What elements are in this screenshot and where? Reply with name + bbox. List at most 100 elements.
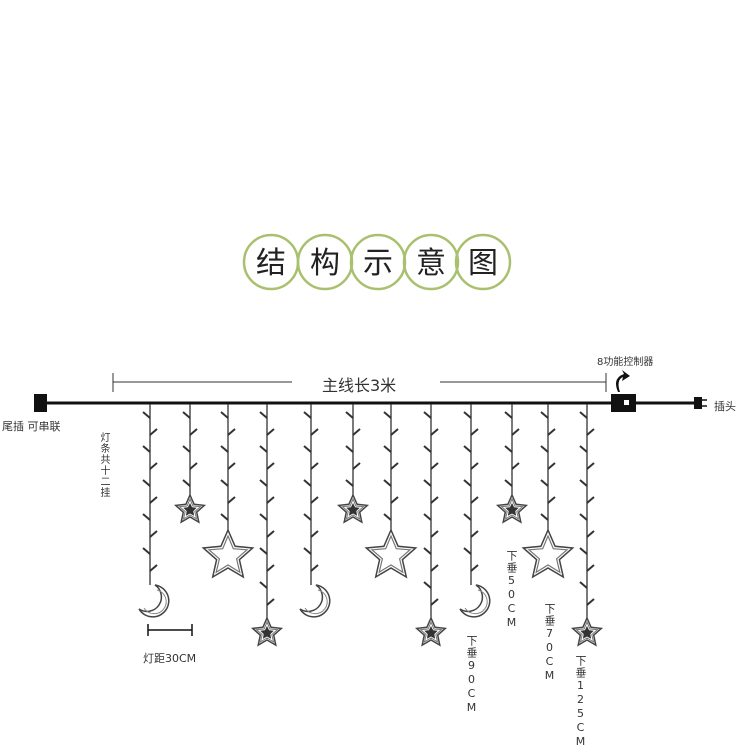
led-bulb [423, 445, 432, 453]
big-star-pendant-icon [201, 528, 255, 579]
led-bulb [266, 530, 275, 538]
drop-50-label: 下垂50CM [505, 550, 518, 630]
led-bulb [547, 428, 556, 436]
led-bulb [383, 411, 392, 419]
led-bulb [540, 445, 549, 453]
led-bulb [470, 462, 479, 470]
led-bulb [586, 564, 595, 572]
led-bulb [579, 547, 588, 555]
light-strand [299, 404, 331, 618]
led-bulb [547, 496, 556, 504]
led-bulb [579, 445, 588, 453]
led-bulb [430, 462, 439, 470]
led-bulb [345, 445, 354, 453]
led-bulb [266, 496, 275, 504]
led-bulb [142, 445, 151, 453]
led-bulb [259, 513, 268, 521]
led-bulb [303, 445, 312, 453]
led-bulb [463, 445, 472, 453]
led-bulb [310, 530, 319, 538]
led-bulb [310, 496, 319, 504]
led-bulb [470, 428, 479, 436]
spacing-label: 灯距30CM [143, 652, 197, 665]
led-bulb [423, 547, 432, 555]
led-bulb [470, 530, 479, 538]
big-star-pendant-icon [364, 528, 418, 579]
main-line-label: 主线长3米 [318, 372, 401, 396]
led-bulb [579, 513, 588, 521]
led-bulb [182, 479, 191, 487]
led-bulb [266, 564, 275, 572]
led-bulb [189, 428, 198, 436]
led-bulb [586, 462, 595, 470]
led-bulb [390, 462, 399, 470]
led-bulb [423, 411, 432, 419]
title-char: 示 [363, 246, 393, 281]
led-bulb [149, 564, 158, 572]
title-char: 意 [416, 246, 446, 281]
led-bulb [303, 513, 312, 521]
led-bulb [220, 479, 229, 487]
led-bulb [511, 462, 520, 470]
strand-count-label: 灯条共十二挂 [98, 432, 109, 498]
led-bulb [259, 479, 268, 487]
led-bulb [586, 598, 595, 606]
led-bulb [182, 411, 191, 419]
light-strand [570, 404, 604, 647]
light-strand [459, 404, 491, 618]
led-bulb [430, 496, 439, 504]
led-bulb [259, 445, 268, 453]
led-bulb [303, 547, 312, 555]
led-bulb [430, 428, 439, 436]
spacing-dimension [147, 624, 193, 636]
moon-pendant-icon [459, 584, 491, 618]
led-bulb [266, 598, 275, 606]
led-bulb [579, 479, 588, 487]
led-bulb [423, 581, 432, 589]
plug-icon [694, 397, 702, 409]
led-bulb [259, 547, 268, 555]
led-bulb [142, 479, 151, 487]
led-bulb [540, 513, 549, 521]
led-bulb [352, 428, 361, 436]
led-bulb [547, 462, 556, 470]
light-strand [201, 404, 255, 579]
title-char: 结 [256, 246, 286, 281]
light-strand [250, 404, 284, 647]
light-strand [364, 404, 418, 579]
led-bulb [220, 445, 229, 453]
led-bulb [383, 479, 392, 487]
moon-pendant-icon [299, 584, 331, 618]
length-dimension [112, 373, 607, 392]
led-bulb [579, 581, 588, 589]
led-bulb [303, 479, 312, 487]
led-bulb [463, 513, 472, 521]
title-char: 图 [468, 246, 498, 281]
drop-125-label: 下垂125CM [574, 655, 587, 749]
light-strands [138, 404, 604, 647]
led-bulb [423, 479, 432, 487]
led-bulb [149, 530, 158, 538]
led-bulb [352, 462, 361, 470]
led-bulb [383, 445, 392, 453]
led-bulb [227, 462, 236, 470]
led-bulb [390, 428, 399, 436]
controller-icon [611, 394, 636, 412]
drop-70-label: 下垂70CM [543, 603, 556, 683]
led-bulb [227, 428, 236, 436]
led-bulb [220, 411, 229, 419]
led-bulb [310, 564, 319, 572]
led-bulb [303, 411, 312, 419]
led-bulb [142, 547, 151, 555]
led-bulb [259, 581, 268, 589]
led-bulb [430, 530, 439, 538]
led-bulb [463, 411, 472, 419]
led-bulb [463, 547, 472, 555]
moon-pendant-icon [138, 584, 170, 618]
led-bulb [259, 411, 268, 419]
led-bulb [463, 479, 472, 487]
title-char: 构 [310, 246, 340, 281]
led-bulb [310, 462, 319, 470]
